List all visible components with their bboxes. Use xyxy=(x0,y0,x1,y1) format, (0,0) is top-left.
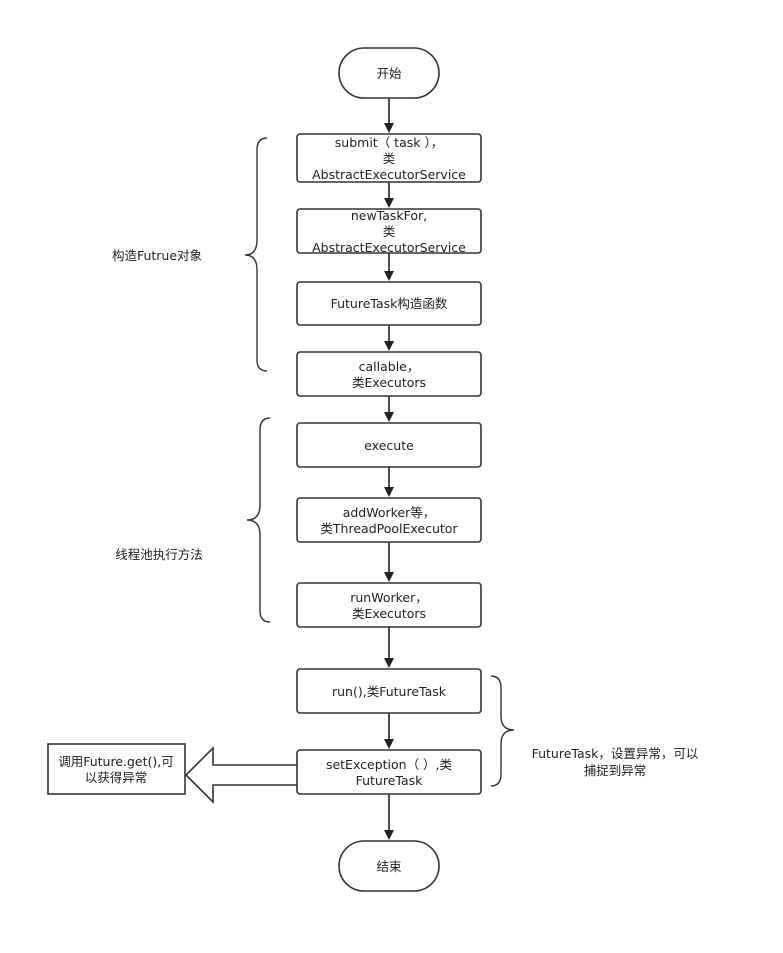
node-new-task-for-line-2: 类 xyxy=(383,224,396,239)
node-new-task-for-line-3: AbstractExecutorService xyxy=(312,240,466,255)
node-set-exception: setException（ ）,类 FutureTask xyxy=(296,749,482,795)
node-run-label: run(),类FutureTask xyxy=(332,684,447,699)
node-future-get-line-1: 调用Future.get(),可 xyxy=(58,754,174,769)
group-label-construct-future: 构造Futrue对象 xyxy=(112,248,202,263)
node-run: run(),类FutureTask xyxy=(296,668,482,714)
node-add-worker-line-1: addWorker等， xyxy=(343,505,436,520)
node-set-exception-line-1: setException（ ）,类 xyxy=(326,757,453,772)
brace-future-task-exception xyxy=(490,675,515,787)
node-submit: submit（ task ）， 类 AbstractExecutorServic… xyxy=(296,133,482,183)
group-label-thread-pool-exec: 线程池执行方法 xyxy=(115,547,203,562)
node-new-task-for: newTaskFor, 类 AbstractExecutorService xyxy=(296,208,482,255)
node-run-worker-line-2: 类Executors xyxy=(352,606,426,621)
brace-construct-future xyxy=(244,137,268,372)
group-label-future-task-exception-line-2: 捕捉到异常 xyxy=(584,763,647,778)
node-start: 开始 xyxy=(338,47,440,99)
node-future-task-ctor: FutureTask构造函数 xyxy=(296,281,482,326)
node-end: 结束 xyxy=(338,840,440,892)
node-future-get: 调用Future.get(),可 以获得异常 xyxy=(47,743,186,795)
node-new-task-for-line-1: newTaskFor, xyxy=(351,208,427,223)
node-start-label: 开始 xyxy=(376,66,402,81)
node-callable-line-2: 类Executors xyxy=(352,375,426,390)
node-run-worker: runWorker， 类Executors xyxy=(296,582,482,628)
node-callable: callable， 类Executors xyxy=(296,351,482,397)
node-run-worker-line-1: runWorker， xyxy=(350,590,428,605)
node-end-label: 结束 xyxy=(376,859,402,874)
exception-propagation-arrow xyxy=(184,746,297,804)
node-callable-line-1: callable， xyxy=(359,359,420,374)
node-add-worker-line-2: 类ThreadPoolExecutor xyxy=(320,521,458,536)
brace-thread-pool-exec xyxy=(246,417,271,623)
node-execute-label: execute xyxy=(364,438,414,453)
node-submit-line-3: AbstractExecutorService xyxy=(312,167,466,182)
node-submit-line-1: submit（ task ）， xyxy=(335,135,443,150)
node-future-get-line-2: 以获得异常 xyxy=(85,770,148,785)
group-label-future-task-exception-line-1: FutureTask，设置异常，可以 xyxy=(532,746,699,761)
node-execute: execute xyxy=(296,422,482,468)
node-submit-line-2: 类 xyxy=(383,151,396,166)
node-add-worker: addWorker等， 类ThreadPoolExecutor xyxy=(296,497,482,543)
node-set-exception-line-2: FutureTask xyxy=(356,773,424,788)
node-future-task-ctor-label: FutureTask构造函数 xyxy=(331,296,448,311)
